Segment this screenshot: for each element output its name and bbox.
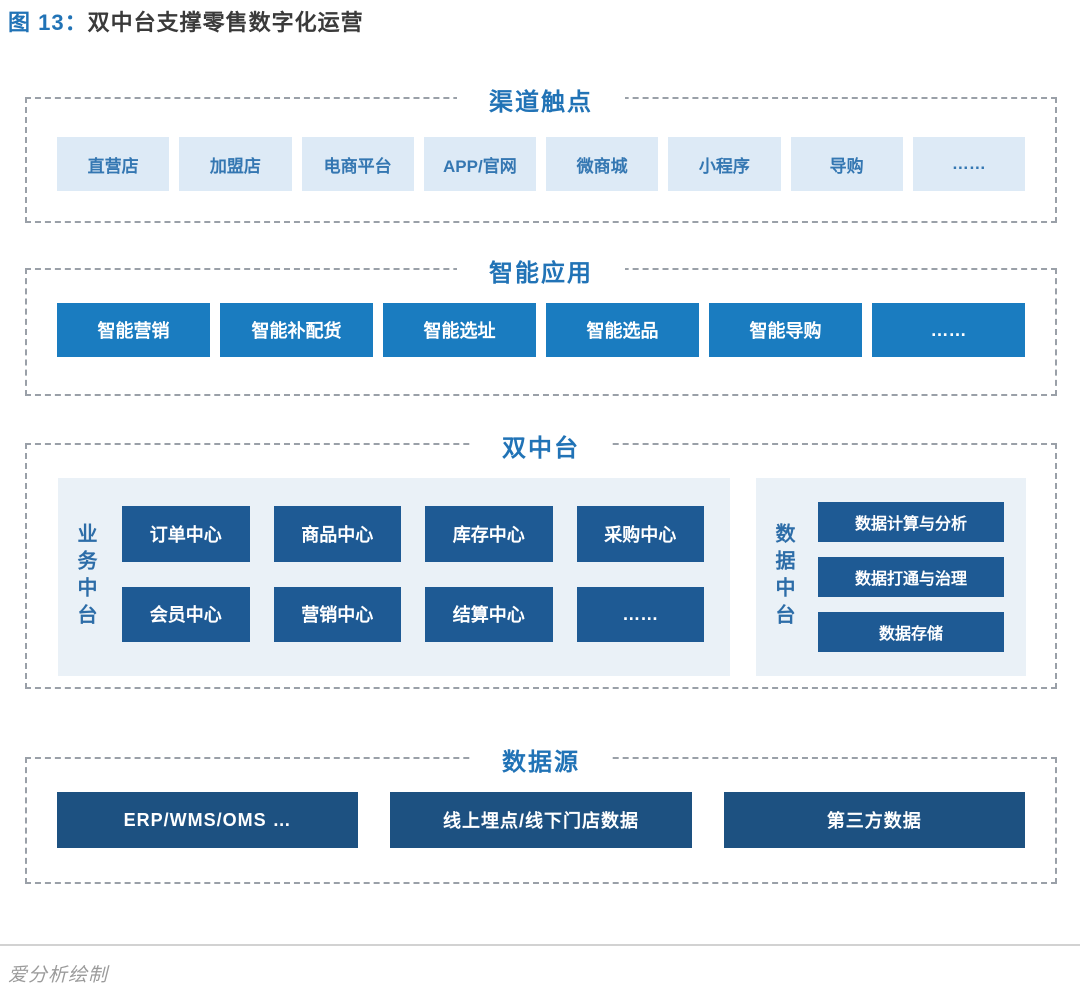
center-inventory: 库存中心 bbox=[425, 506, 553, 562]
data-source-items-row: ERP/WMS/OMS … 线上埋点/线下门店数据 第三方数据 bbox=[57, 792, 1025, 848]
smart-app-site-selection: 智能选址 bbox=[383, 303, 536, 357]
center-procurement: 采购中心 bbox=[576, 506, 704, 562]
data-middle-platform-panel: 数据中台 数据计算与分析 数据打通与治理 数据存储 bbox=[756, 478, 1026, 676]
section-title-data-sources: 数据源 bbox=[470, 742, 612, 777]
figure-number-label: 图 13： bbox=[8, 10, 88, 35]
section-title-smart-apps: 智能应用 bbox=[457, 253, 625, 288]
business-platform-label: 业务中台 bbox=[74, 523, 96, 631]
smart-app-ellipsis: …… bbox=[872, 303, 1025, 357]
section-data-sources: 数据源 ERP/WMS/OMS … 线上埋点/线下门店数据 第三方数据 bbox=[25, 742, 1057, 884]
smart-app-guide: 智能导购 bbox=[709, 303, 862, 357]
center-product: 商品中心 bbox=[273, 506, 401, 562]
channel-items-row: 直营店 加盟店 电商平台 APP/官网 微商城 小程序 导购 …… bbox=[57, 137, 1025, 191]
channel-item-franchise-store: 加盟店 bbox=[179, 137, 292, 191]
section-channel-touchpoints: 渠道触点 直营店 加盟店 电商平台 APP/官网 微商城 小程序 导购 …… bbox=[25, 82, 1057, 223]
channel-item-mini-program: 小程序 bbox=[668, 137, 781, 191]
source-erp-wms-oms: ERP/WMS/OMS … bbox=[57, 792, 359, 848]
center-ellipsis: …… bbox=[576, 586, 704, 642]
section-title-channels: 渠道触点 bbox=[457, 82, 625, 117]
smart-app-replenishment: 智能补配货 bbox=[220, 303, 373, 357]
section-smart-applications: 智能应用 智能营销 智能补配货 智能选址 智能选品 智能导购 …… bbox=[25, 253, 1057, 396]
source-online-offline-store-data: 线上埋点/线下门店数据 bbox=[390, 792, 692, 848]
channel-item-wechat-mall: 微商城 bbox=[546, 137, 659, 191]
data-storage: 数据存储 bbox=[818, 612, 1004, 652]
channel-item-direct-store: 直营店 bbox=[57, 137, 170, 191]
section-title-dual-platform: 双中台 bbox=[470, 428, 612, 463]
section-dual-middle-platform: 双中台 业务中台 订单中心 商品中心 库存中心 采购中心 会员中心 营销中心 结… bbox=[25, 428, 1057, 689]
center-marketing: 营销中心 bbox=[273, 586, 401, 642]
smart-app-product-selection: 智能选品 bbox=[546, 303, 699, 357]
center-settlement: 结算中心 bbox=[425, 586, 553, 642]
center-membership: 会员中心 bbox=[122, 586, 250, 642]
credit-text: 爱分析绘制 bbox=[8, 965, 109, 986]
data-compute-analysis: 数据计算与分析 bbox=[818, 502, 1004, 542]
channel-item-ellipsis: …… bbox=[912, 137, 1025, 191]
center-order: 订单中心 bbox=[122, 506, 250, 562]
business-center-grid: 订单中心 商品中心 库存中心 采购中心 会员中心 营销中心 结算中心 …… bbox=[122, 506, 704, 642]
channel-item-app-website: APP/官网 bbox=[423, 137, 536, 191]
source-third-party-data: 第三方数据 bbox=[723, 792, 1025, 848]
smart-app-marketing: 智能营销 bbox=[57, 303, 210, 357]
data-capability-stack: 数据计算与分析 数据打通与治理 数据存储 bbox=[818, 502, 1004, 652]
channel-item-guide: 导购 bbox=[790, 137, 903, 191]
data-platform-label: 数据中台 bbox=[772, 523, 794, 631]
business-middle-platform-panel: 业务中台 订单中心 商品中心 库存中心 采购中心 会员中心 营销中心 结算中心 … bbox=[58, 478, 730, 676]
figure-title-text: 双中台支撑零售数字化运营 bbox=[87, 10, 364, 35]
figure-title: 图 13：双中台支撑零售数字化运营 bbox=[8, 5, 364, 37]
data-integration-governance: 数据打通与治理 bbox=[818, 557, 1004, 597]
channel-item-ecommerce: 电商平台 bbox=[301, 137, 414, 191]
smart-app-items-row: 智能营销 智能补配货 智能选址 智能选品 智能导购 …… bbox=[57, 303, 1025, 357]
footer-divider bbox=[0, 944, 1080, 946]
